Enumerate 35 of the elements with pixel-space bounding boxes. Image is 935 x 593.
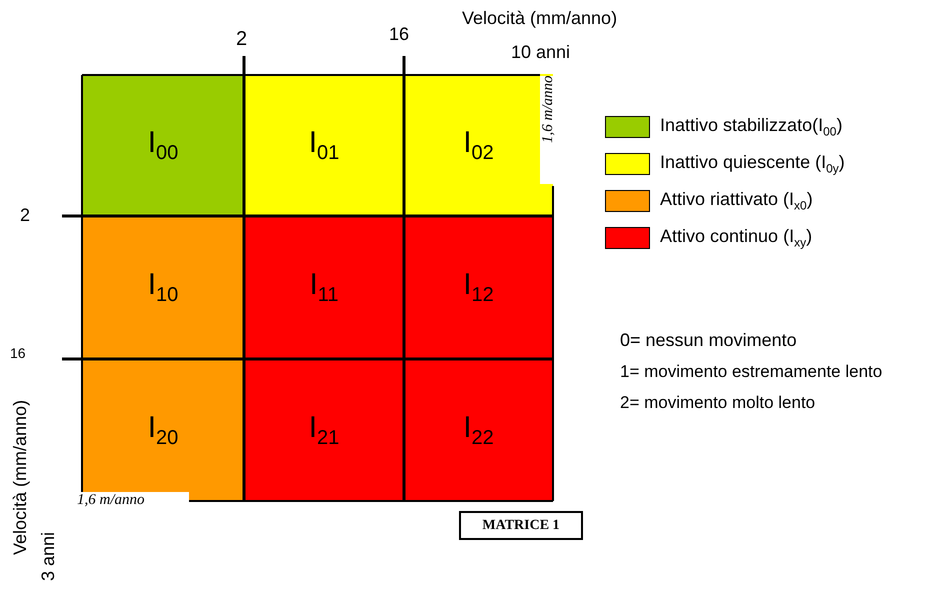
axis-label: 10 anni <box>511 42 570 63</box>
cell-code: I$_{11}$ <box>309 270 339 305</box>
cell-code: I$_{00}$ <box>148 128 178 162</box>
axis-label: 1,6 m/anno <box>540 76 557 184</box>
matrix-cell <box>82 216 244 359</box>
cell-code: I$_{01}$ <box>308 128 340 162</box>
matrix-cell <box>244 74 404 216</box>
legend-label: Attivo continuo (I$_{xy}$) <box>660 226 812 250</box>
matrix-cell <box>404 216 553 359</box>
title-box: MATRICE 1 <box>459 511 583 540</box>
note-text: 2= movimento molto lento <box>620 393 816 413</box>
matrix-cell <box>404 74 553 216</box>
cell-code: I$_{20}$ <box>148 412 178 448</box>
matrix-cell <box>244 216 404 359</box>
note-text: 0= nessun movimento <box>620 330 797 351</box>
legend-label: Inattivo stabilizzato(I$_{00}$) <box>660 115 842 139</box>
axis-label: 3 anni <box>38 532 59 584</box>
matrix-cell <box>404 359 553 501</box>
cell-code: I$_{12}$ <box>463 270 494 305</box>
tick-label: 2 <box>236 28 248 51</box>
tick-label: 2 <box>20 205 30 226</box>
note-text: 1= movimento estremamente lento <box>620 362 882 382</box>
cell-code: I$_{21}$ <box>308 412 340 448</box>
axis-label: 1,6 m/anno <box>77 492 189 509</box>
legend-label: Attivo riattivato (I$_{x0}$) <box>660 189 813 213</box>
axis-label: Velocità (mm/anno) <box>462 8 618 29</box>
cell-code: I$_{02}$ <box>463 128 494 162</box>
matrix-cell <box>82 74 244 216</box>
cell-code: I$_{10}$ <box>148 270 178 305</box>
legend-label: Inattivo quiescente (I$_{0y}$) <box>660 152 845 176</box>
tick-label: 16 <box>389 24 410 45</box>
tick-label: 16 <box>10 345 26 361</box>
cell-code: I$_{22}$ <box>463 412 494 448</box>
matrix-cell <box>244 359 404 501</box>
axis-label: Velocità (mm/anno) <box>10 400 31 558</box>
